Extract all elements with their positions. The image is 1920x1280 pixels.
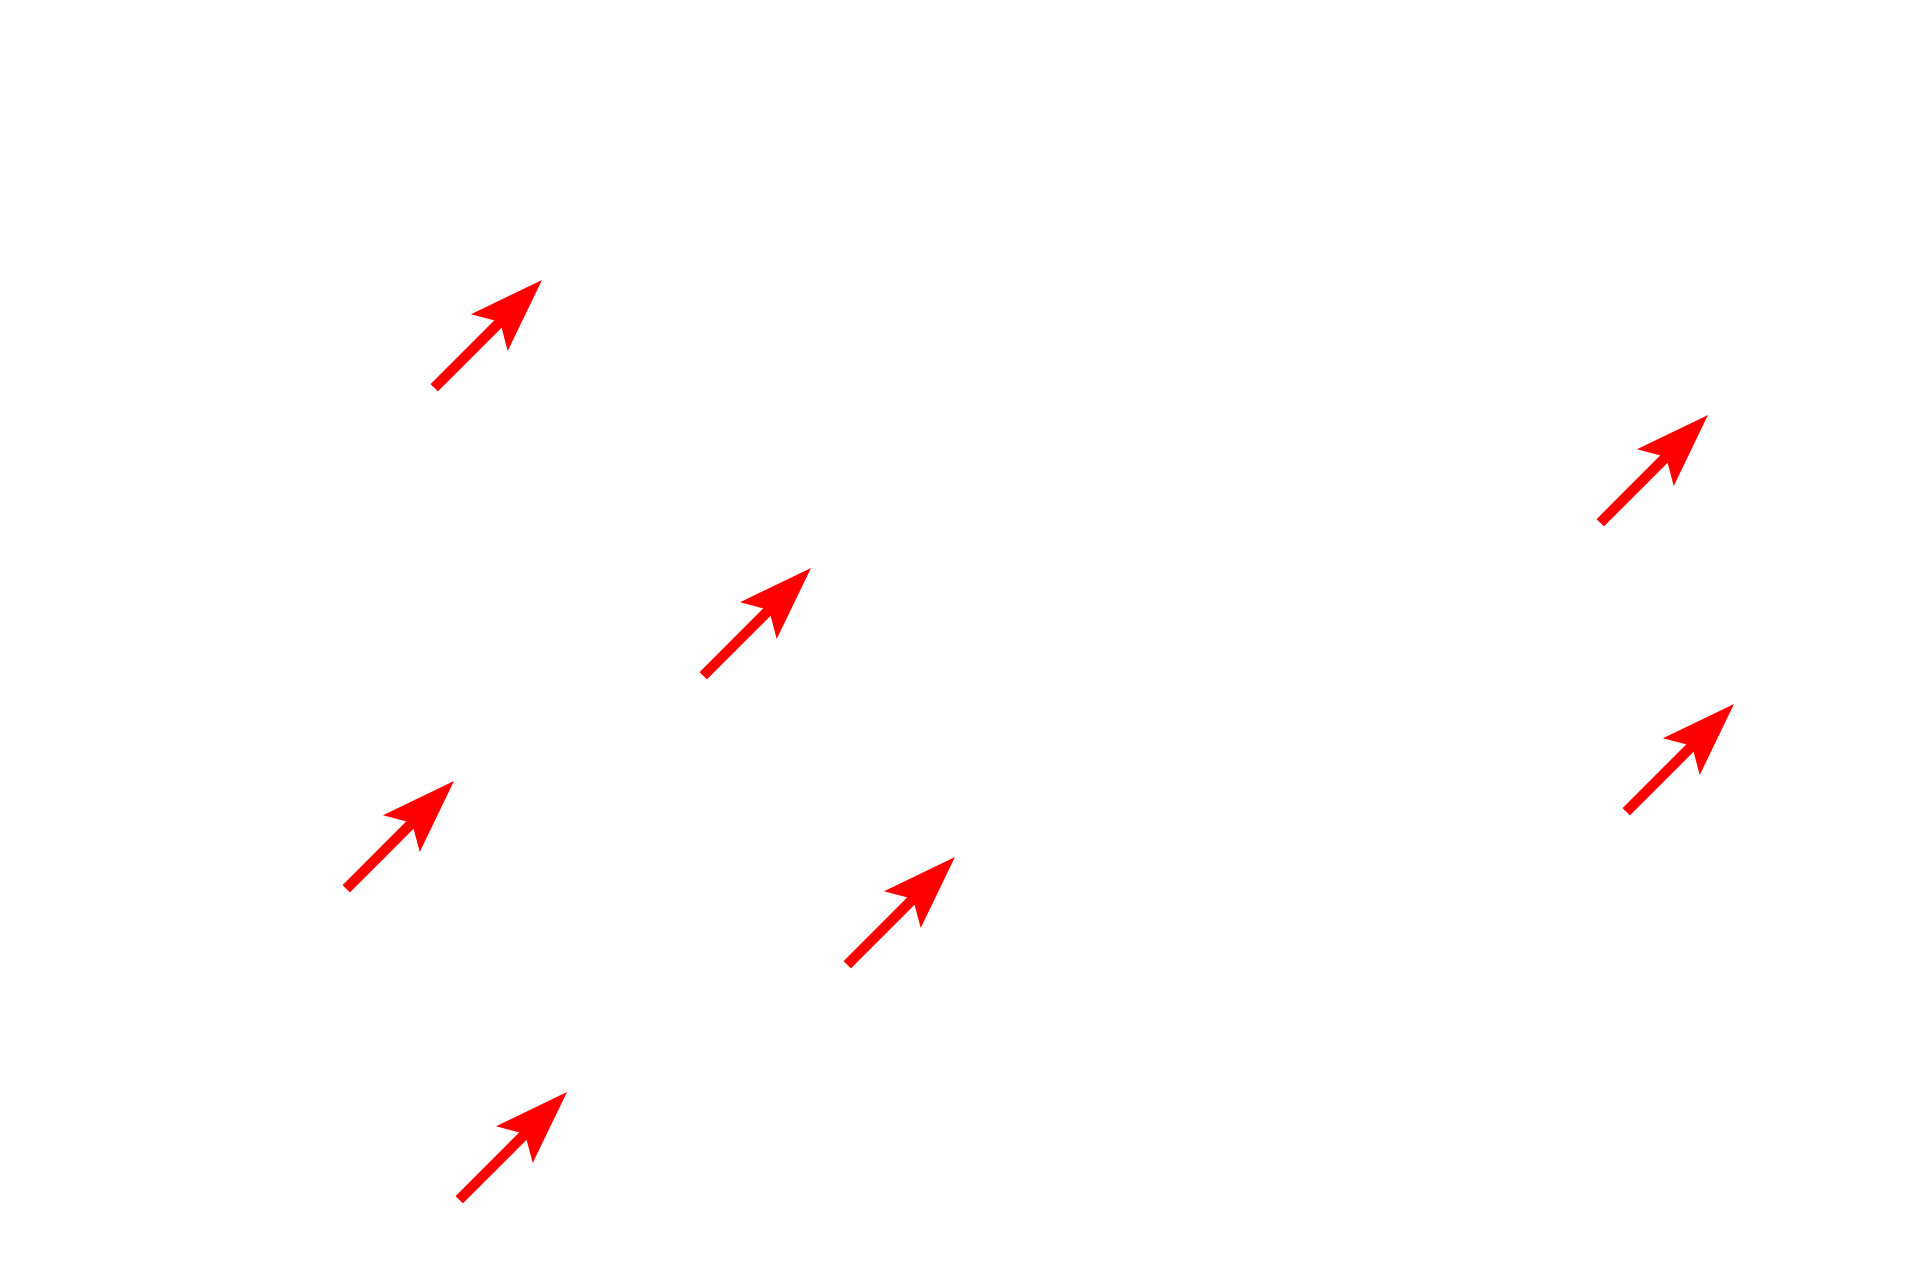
arrow-up-right-icon — [455, 1092, 567, 1204]
arrow-up-right-icon — [342, 781, 454, 893]
arrow-up-right-icon — [430, 280, 542, 392]
arrow-up-right-icon — [699, 568, 811, 680]
arrow-up-right-icon — [1596, 415, 1708, 527]
arrow-up-right-icon — [1622, 704, 1734, 816]
arrow-up-right-icon — [843, 857, 955, 969]
